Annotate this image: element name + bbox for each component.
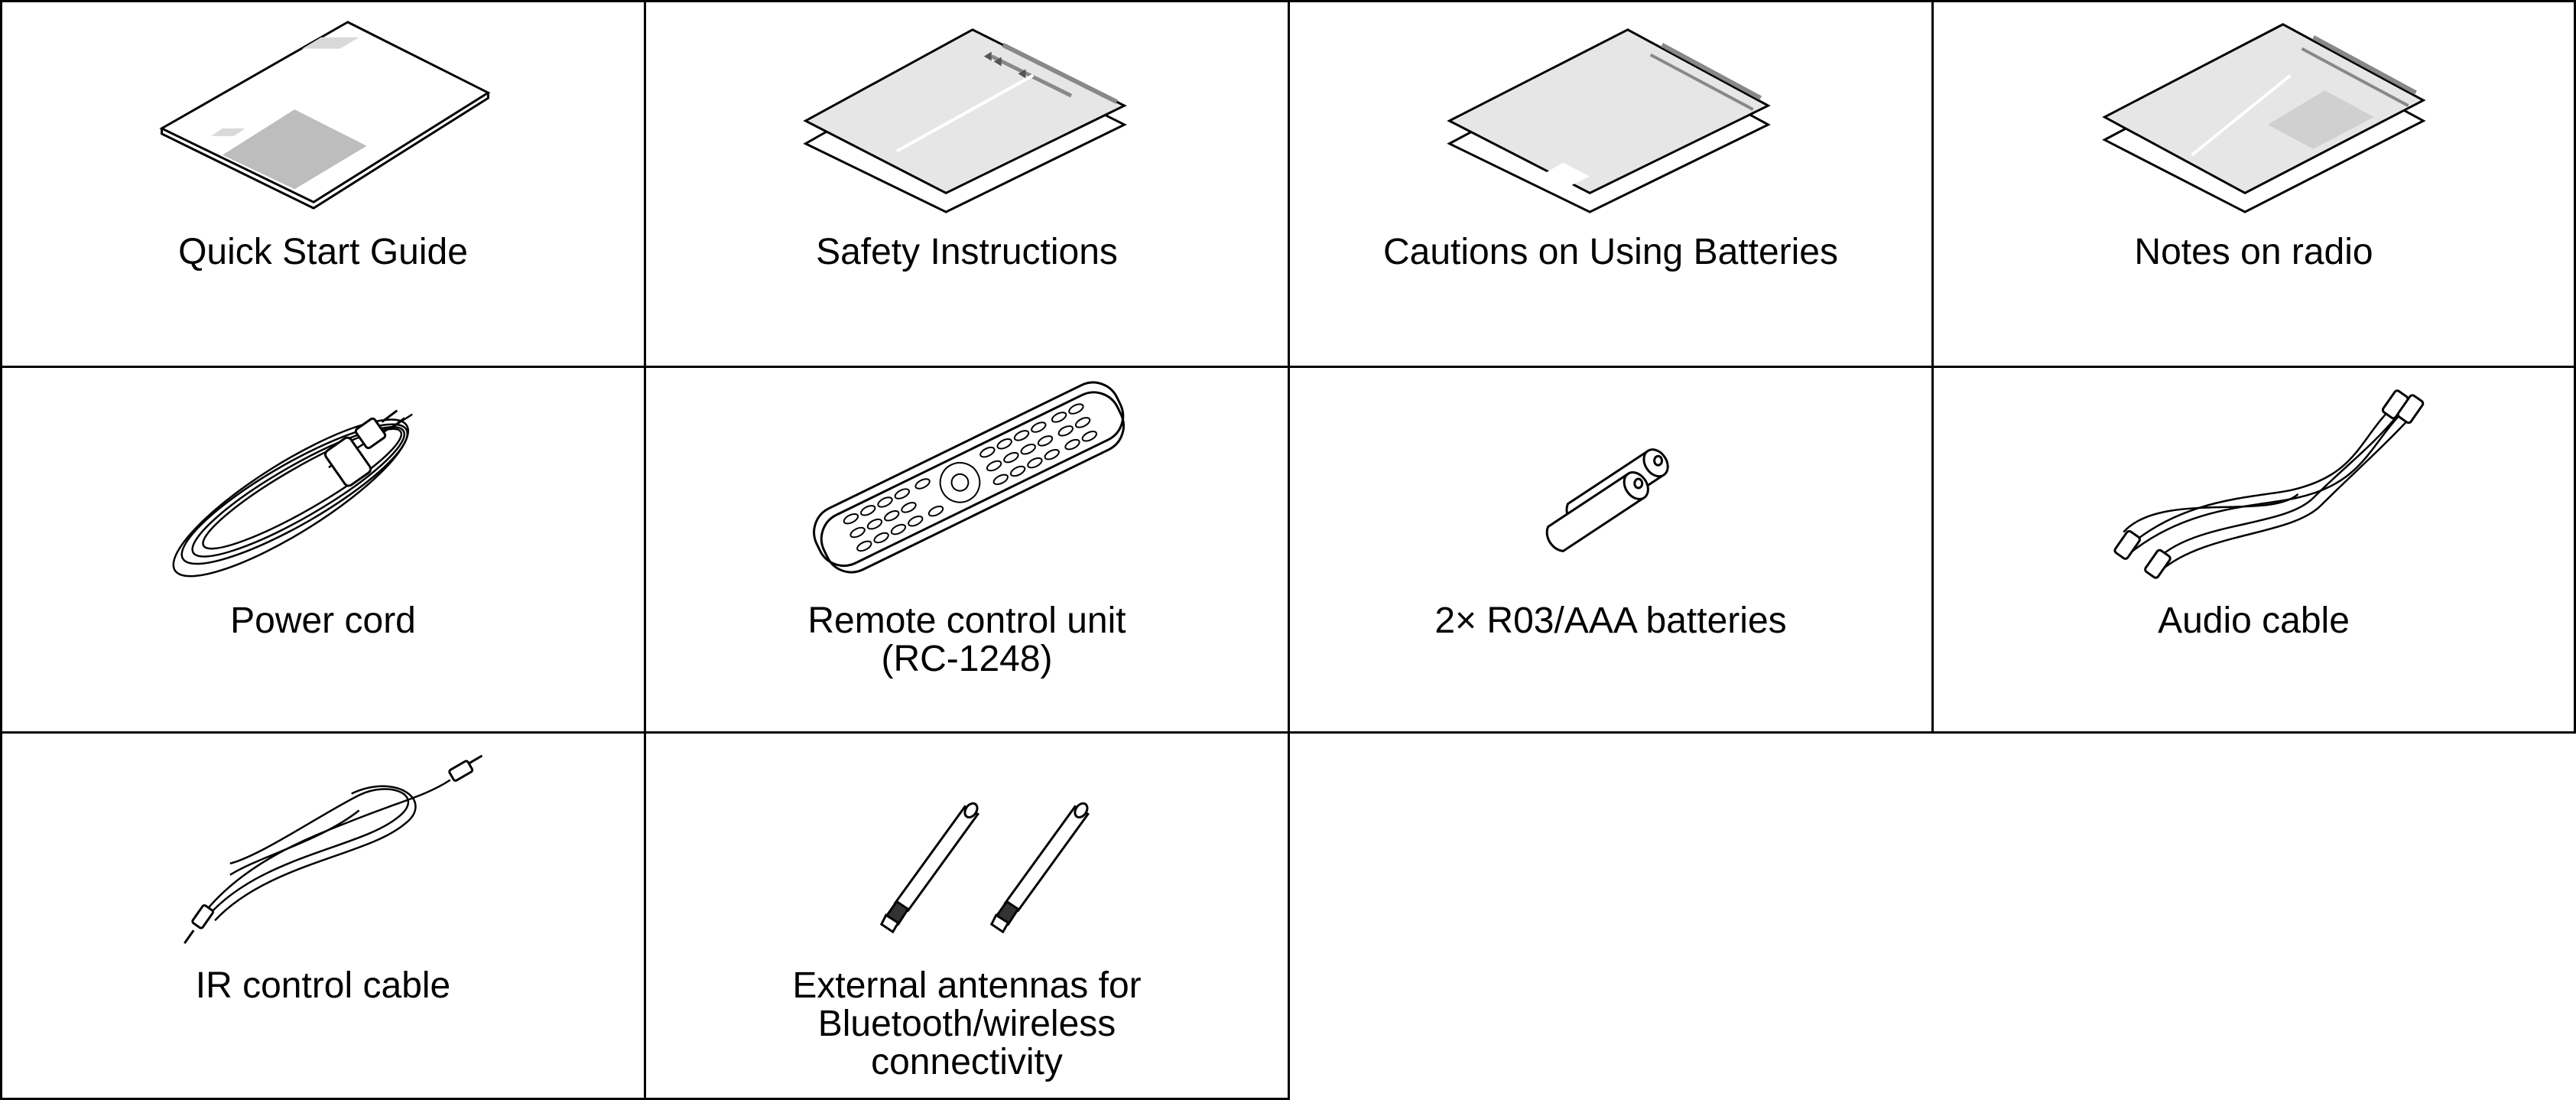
battery-cautions-icon: [1447, 28, 1771, 213]
accessory-label: Quick Start Guide: [2, 233, 644, 272]
accessory-cell-radio-notes: Notes on radio: [1931, 0, 2576, 368]
quick-start-guide-icon: [159, 21, 491, 210]
accessory-cell-power-cord: Power cord: [0, 366, 646, 734]
antennas-icon: [879, 802, 1090, 934]
accessory-cell-remote-control: Remote control unit (RC-1248): [644, 366, 1290, 734]
accessory-cell-audio-cable: Audio cable: [1931, 366, 2576, 734]
accessory-label: Power cord: [2, 602, 644, 640]
accessory-cell-batteries: 2× R03/AAA batteries: [1288, 366, 1934, 734]
label-line: Remote control unit: [807, 600, 1126, 641]
accessory-label: Notes on radio: [1934, 233, 2574, 272]
ir-control-cable-icon: [184, 754, 483, 944]
label-line: Cautions on Using Batteries: [1383, 232, 1838, 272]
label-line: External antennas for: [792, 965, 1142, 1006]
accessory-cell-quick-start-guide: Quick Start Guide: [0, 0, 646, 368]
accessory-label: IR control cable: [2, 967, 644, 1005]
label-line: IR control cable: [195, 965, 451, 1006]
label-line: Power cord: [230, 600, 416, 641]
label-line: Bluetooth/wireless: [817, 1004, 1116, 1044]
batteries-icon: [1545, 448, 1669, 552]
label-line: Audio cable: [2158, 600, 2350, 641]
power-cord-icon: [172, 409, 413, 578]
accessory-cell-antennas: External antennas for Bluetooth/wireless…: [644, 731, 1290, 1100]
label-line: connectivity: [871, 1042, 1063, 1082]
accessory-label: 2× R03/AAA batteries: [1290, 602, 1931, 640]
label-line: (RC-1248): [881, 639, 1053, 679]
label-line: 2× R03/AAA batteries: [1434, 600, 1787, 641]
safety-instructions-icon: [803, 28, 1127, 213]
label-line: Safety Instructions: [816, 232, 1118, 272]
label-line: Notes on radio: [2134, 232, 2373, 272]
accessory-label: Safety Instructions: [646, 233, 1288, 272]
label-line: Quick Start Guide: [178, 232, 468, 272]
accessory-label: Audio cable: [1934, 602, 2574, 640]
accessory-label: Remote control unit (RC-1248): [646, 602, 1288, 679]
accessory-cell-safety-instructions: Safety Instructions: [644, 0, 1290, 368]
accessory-label: Cautions on Using Batteries: [1290, 233, 1931, 272]
radio-notes-icon: [2102, 23, 2426, 213]
accessory-cell-ir-control-cable: IR control cable: [0, 731, 646, 1100]
accessory-cell-battery-cautions: Cautions on Using Batteries: [1288, 0, 1934, 368]
audio-cable-icon: [2113, 389, 2425, 579]
accessory-label: External antennas for Bluetooth/wireless…: [646, 967, 1288, 1082]
remote-control-icon: [813, 381, 1125, 574]
